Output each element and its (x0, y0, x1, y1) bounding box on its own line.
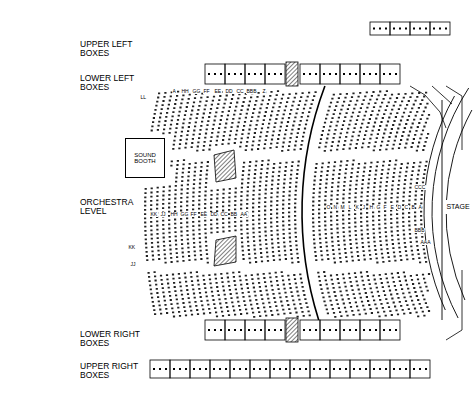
box-section (390, 22, 410, 35)
row-letter: O (326, 205, 331, 210)
box-section (265, 64, 285, 84)
box-section (190, 360, 210, 378)
box-section (360, 64, 380, 84)
seat-rows (144, 90, 430, 317)
box-section (330, 360, 350, 378)
stairs (214, 150, 236, 182)
box-section (245, 64, 265, 84)
box-section (370, 22, 390, 35)
section-title: ORCHESTRA LEVEL (80, 198, 142, 216)
box-section (430, 22, 450, 35)
box-section (265, 320, 285, 340)
box-section (310, 360, 330, 378)
row-letter: C (404, 205, 409, 210)
row-letter: M (340, 205, 345, 210)
row-letter: AAA (420, 240, 431, 245)
row-letter: A (172, 89, 176, 94)
row-letter: JJ (130, 262, 136, 267)
box-section (410, 22, 430, 35)
row-letter: KK (128, 245, 136, 250)
stairs (286, 318, 298, 342)
box-section (380, 64, 400, 84)
row-letter: BBB (414, 228, 425, 233)
row-letter: CC (236, 89, 244, 94)
stage-edge (424, 88, 472, 320)
box-section (225, 320, 245, 340)
box-section (225, 64, 245, 84)
row-letter: FF (203, 89, 210, 94)
row-letter: HH (181, 89, 189, 94)
box-section (290, 360, 310, 378)
sound-booth-box: SOUND BOOTH (125, 138, 165, 178)
box-section (320, 320, 340, 340)
box-section (390, 360, 410, 378)
node-label: SOUND BOOTH (128, 152, 162, 165)
row-letter: H (369, 205, 374, 210)
row-letter: AA (240, 212, 248, 217)
row-letter: JJ (160, 212, 166, 217)
box-section (340, 320, 360, 340)
box-section (360, 320, 380, 340)
box-section (150, 360, 170, 378)
box-section (170, 360, 190, 378)
box-section (245, 320, 265, 340)
row-letter: N (333, 205, 338, 210)
box-section (300, 320, 320, 340)
node-label: STAGE (446, 203, 469, 210)
row-letter: DD (225, 89, 233, 94)
row-letter: BBB (246, 89, 257, 94)
section-title: LOWER RIGHT BOXES (80, 330, 146, 348)
row-letter: J (362, 205, 366, 210)
box-section (350, 360, 370, 378)
row-letter: E (390, 205, 394, 210)
row-letter: BB (230, 212, 238, 217)
stairs (286, 62, 298, 86)
section-title: UPPER LEFT BOXES (80, 40, 142, 58)
box-section (300, 64, 320, 84)
box-section (370, 360, 390, 378)
row-letter: GG (180, 212, 189, 217)
row-letter: EE (214, 89, 222, 94)
box-section (210, 360, 230, 378)
row-letter: GG (192, 89, 201, 94)
row-letter: CC (220, 212, 228, 217)
section-title: LOWER LEFT BOXES (80, 74, 142, 92)
box-section (340, 64, 360, 84)
row-letter: G (376, 205, 381, 210)
row-letter: D (397, 205, 402, 210)
row-letter: L (348, 205, 352, 210)
row-letter: KK (150, 212, 158, 217)
stairs (214, 236, 236, 266)
cross-aisle (302, 86, 325, 320)
row-letter: CCC (414, 185, 426, 190)
row-letter: Z (262, 89, 266, 94)
row-letter: F (383, 205, 387, 210)
box-section (230, 360, 250, 378)
box-sections (150, 22, 450, 378)
box-section (250, 360, 270, 378)
box-section (270, 360, 290, 378)
row-letter: FF (190, 212, 197, 217)
box-section (205, 64, 225, 84)
row-letter: LL (140, 95, 147, 100)
box-section (205, 320, 225, 340)
box-section (410, 360, 430, 378)
row-letter: DD (210, 212, 218, 217)
section-title: UPPER RIGHT BOXES (80, 362, 146, 380)
stage-area: STAGE (443, 200, 473, 214)
row-letter: HH (170, 212, 178, 217)
row-letter: K (355, 205, 359, 210)
row-letter: EE (200, 212, 208, 217)
row-letter: B (411, 205, 415, 210)
box-section (380, 320, 400, 340)
box-section (320, 64, 340, 84)
row-letter: A (418, 205, 422, 210)
